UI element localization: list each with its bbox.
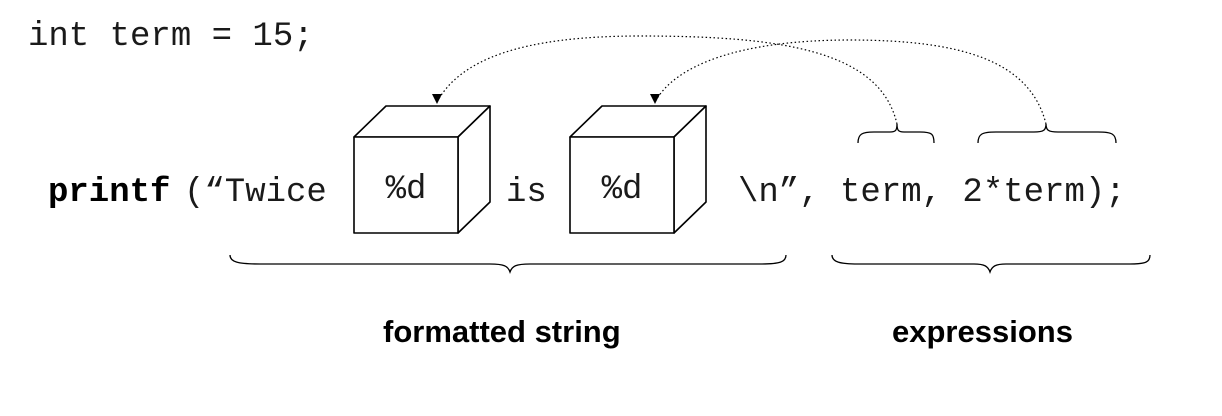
arrow-term-to-first-placeholder bbox=[436, 35, 898, 125]
placeholder-box-2: %d bbox=[569, 105, 707, 234]
placeholder-1-text: %d bbox=[386, 171, 427, 209]
expressions-brace bbox=[831, 254, 1151, 275]
expressions-label: expressions bbox=[892, 314, 1073, 349]
format-word-is: is bbox=[506, 174, 547, 212]
term-arg-brace bbox=[857, 123, 935, 144]
declaration-line: int term = 15; bbox=[28, 18, 314, 56]
double-term-arg-brace bbox=[977, 123, 1117, 144]
arrowhead-first-placeholder bbox=[432, 94, 442, 104]
format-string-open: (“Twice bbox=[184, 174, 327, 212]
arrow-double-term-to-second-placeholder bbox=[654, 39, 1047, 125]
formatted-string-brace bbox=[229, 254, 787, 275]
call-tail: \n”, term, 2*term); bbox=[738, 174, 1126, 212]
placeholder-2-text: %d bbox=[602, 171, 643, 209]
placeholder-box-1: %d bbox=[353, 105, 491, 234]
formatted-string-label: formatted string bbox=[383, 314, 621, 349]
arrowhead-second-placeholder bbox=[650, 94, 660, 104]
function-name: printf bbox=[48, 174, 171, 212]
